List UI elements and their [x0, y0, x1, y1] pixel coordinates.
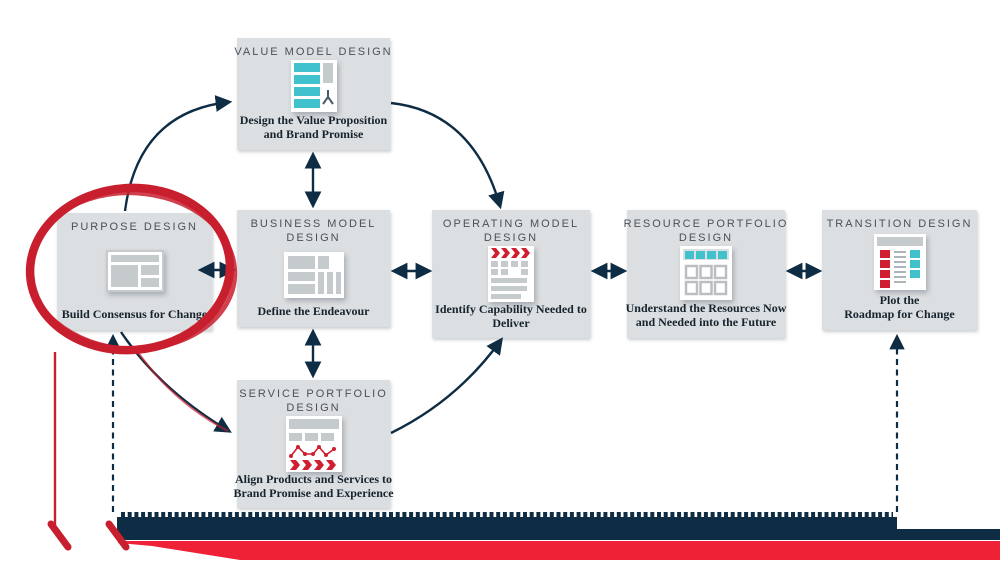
- red-marker-stroke-left: [47, 520, 72, 551]
- timeline-navy-bar: [117, 517, 897, 540]
- node-caption: Define the Endeavour: [257, 304, 370, 319]
- node-business-model-design: BUSINESS MODEL DESIGN Define the Endeavo…: [237, 210, 390, 327]
- node-caption: Plot the Roadmap for Change: [844, 292, 955, 322]
- timeline-red-bar: [118, 541, 1000, 560]
- node-title: PURPOSE DESIGN: [70, 221, 199, 233]
- node-title: SERVICE PORTFOLIO DESIGN: [239, 388, 388, 414]
- roadmap-columns-icon: [873, 234, 926, 291]
- arrow-service-to-operating: [390, 337, 503, 435]
- red-marker-stroke-right: [105, 520, 130, 551]
- node-transition-design: TRANSITION DESIGN Plot the Roadmap for: [822, 210, 977, 330]
- node-service-portfolio-design: SERVICE PORTFOLIO DESIGN: [233, 380, 394, 508]
- resource-calculator-icon: [680, 246, 732, 301]
- purpose-layout-icon: [105, 250, 164, 293]
- red-marker-tail: [134, 347, 229, 432]
- node-caption: Design the Value Proposition and Brand P…: [239, 112, 388, 142]
- timeline-navy-bar-right: [897, 529, 1000, 540]
- node-caption: Understand the Resources Now and Needed …: [625, 300, 787, 330]
- capability-chevrons-icon: [488, 245, 534, 302]
- service-chart-chevrons-icon: [285, 415, 342, 472]
- node-title: VALUE MODEL DESIGN: [234, 46, 393, 58]
- arrow-purpose-to-service: [120, 331, 232, 433]
- value-list-icon: [290, 60, 337, 113]
- node-title: RESOURCE PORTFOLIO DESIGN: [623, 218, 789, 244]
- node-caption: Align Products and Services to Brand Pro…: [233, 471, 394, 501]
- node-title: TRANSITION DESIGN: [826, 218, 973, 230]
- business-canvas-icon: [283, 251, 344, 298]
- node-resource-portfolio-design: RESOURCE PORTFOLIO DESIGN Understand the…: [624, 210, 787, 338]
- node-purpose-design: PURPOSE DESIGN Build Consensus for Chang…: [57, 213, 212, 330]
- arrow-purpose-to-value: [123, 95, 233, 212]
- node-title: OPERATING MODEL DESIGN: [442, 218, 580, 244]
- node-value-model-design: VALUE MODEL DESIGN Design the Value Prop…: [234, 38, 393, 150]
- node-title: BUSINESS MODEL DESIGN: [250, 218, 377, 244]
- arrow-value-to-operating: [390, 101, 505, 210]
- node-operating-model-design: OPERATING MODEL DESIGN Identify Capabili…: [432, 210, 590, 338]
- node-caption: Identify Capability Needed to Deliver: [435, 301, 587, 331]
- node-caption: Build Consensus for Change: [61, 307, 208, 322]
